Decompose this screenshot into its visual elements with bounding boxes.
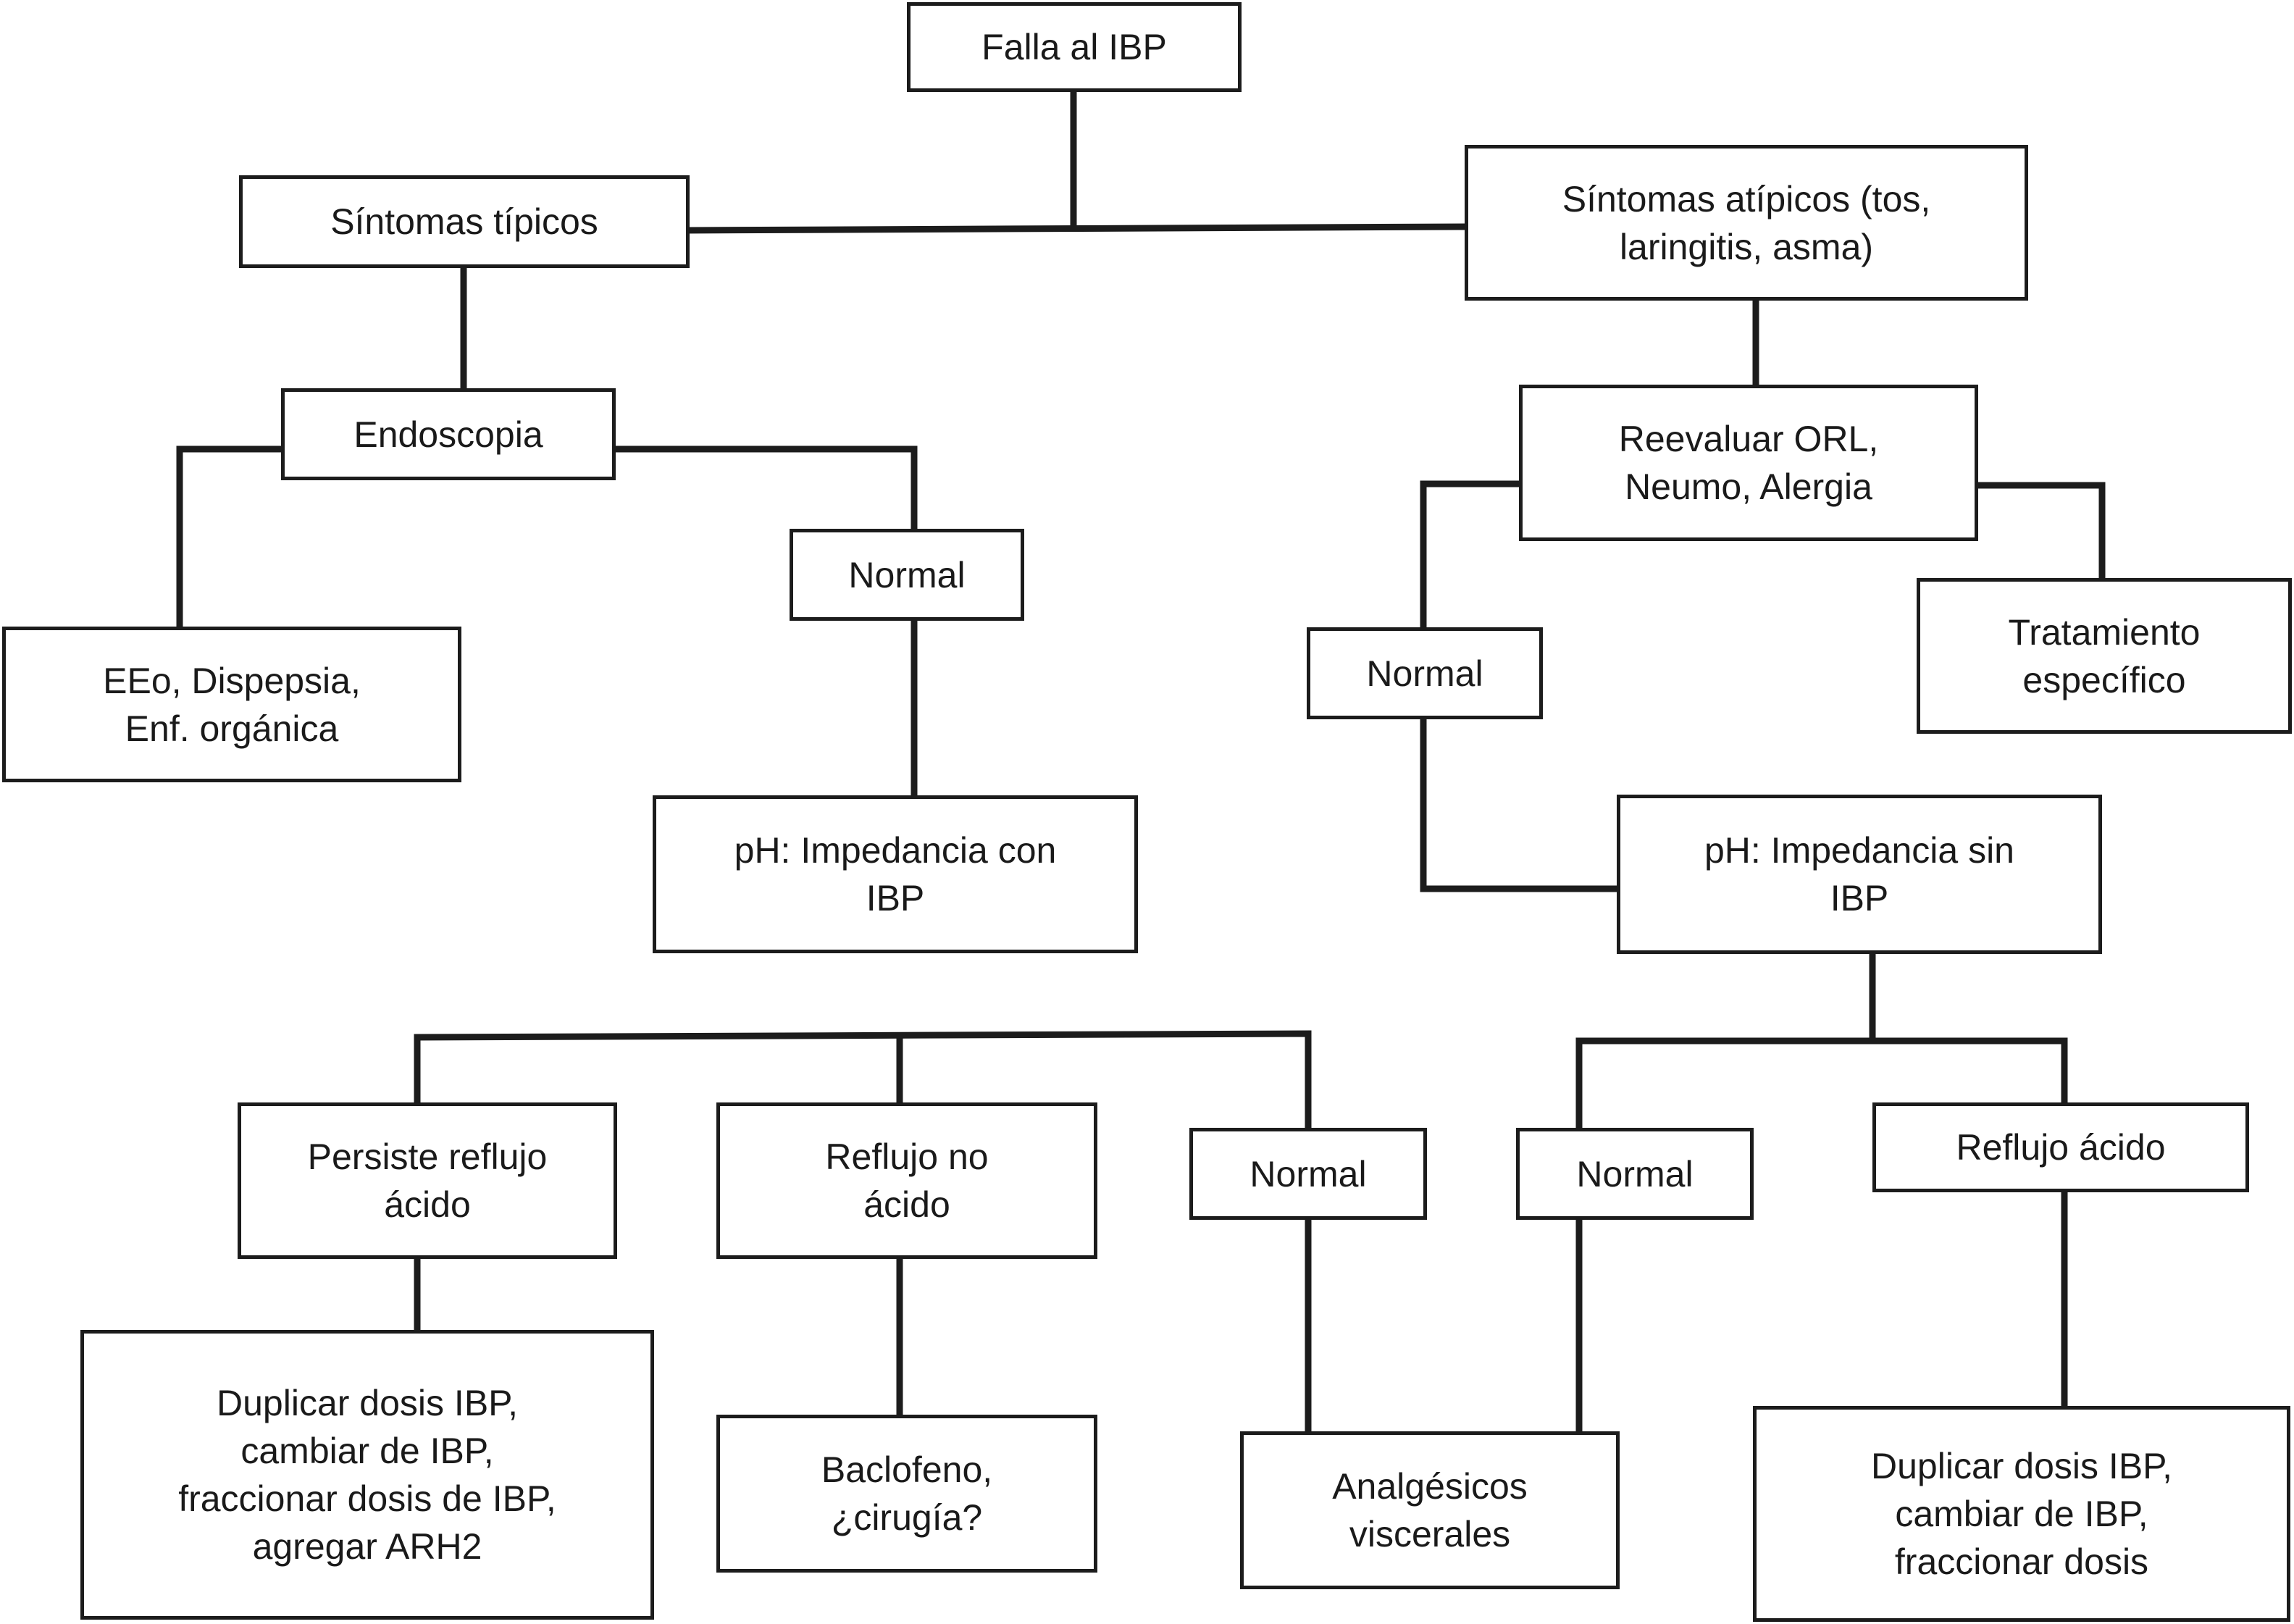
node-baclofeno: Baclofeno, ¿cirugía? [716,1415,1097,1573]
node-sintomas-tipicos: Síntomas típicos [239,175,690,268]
connector-endoscopia-eeo [176,445,282,628]
node-endoscopia: Endoscopia [281,388,616,480]
node-duplicar-right: Duplicar dosis IBP, cambiar de IBP, frac… [1753,1406,2290,1622]
node-analgesicos: Analgésicos viscerales [1240,1431,1620,1589]
node-duplicar-left: Duplicar dosis IBP, cambiar de IBP, frac… [80,1330,654,1620]
connector-phcon-split [414,1030,1312,1130]
node-ph-con-ibp: pH: Impedancia con IBP [653,795,1138,953]
node-sintomas-atipicos: Síntomas atípicos (tos, laringitis, asma… [1465,145,2028,301]
node-ph-sin-ibp: pH: Impedancia sin IBP [1617,795,2102,954]
connector-normal-phsin [1420,717,1619,892]
node-eeo-dispepsia: EEo, Dispepsia, Enf. orgánica [2,627,461,782]
connector-phsin-split [1575,1037,2068,1128]
node-persiste-reflujo: Persiste reflujo ácido [238,1102,617,1259]
node-normal-con-ibp: Normal [1189,1128,1427,1220]
connector-reevaluar-normal [1420,480,1521,629]
node-normal-endoscopia: Normal [790,529,1024,621]
node-reflujo-acido: Reflujo ácido [1872,1102,2249,1192]
connector-reevaluar-tratamiento [1976,482,2106,579]
connector-endoscopia-normal [612,445,918,530]
node-falla-ibp: Falla al IBP [907,2,1242,92]
node-normal-sin-ibp: Normal [1516,1128,1754,1220]
connector-root-horizontal [685,223,1468,234]
node-normal-reevaluar: Normal [1307,627,1543,719]
node-reflujo-no-acido: Reflujo no ácido [716,1102,1097,1259]
node-tratamiento-especifico: Tratamiento específico [1917,578,2292,734]
node-reevaluar: Reevaluar ORL, Neumo, Alergia [1519,385,1978,541]
